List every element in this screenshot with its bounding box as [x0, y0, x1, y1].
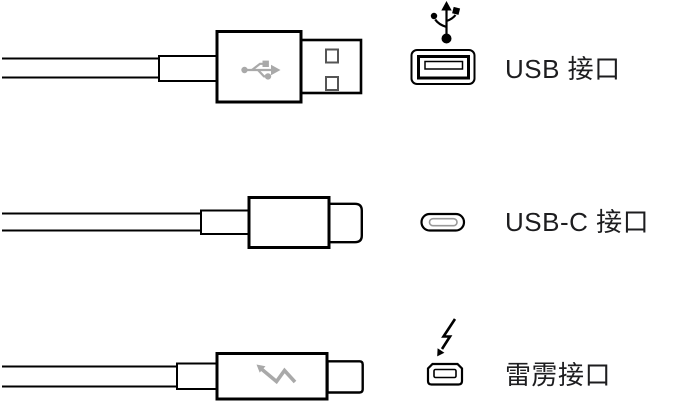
usb-port-label: USB 接口	[505, 54, 621, 84]
mini-displayport-icon	[426, 362, 464, 386]
usb-c-port-icon	[420, 212, 466, 232]
usb-a-cable	[2, 30, 363, 104]
lightning-bolt-icon	[437, 318, 457, 357]
usb-a-pin-hole	[325, 48, 339, 64]
usb-a-pin-hole	[325, 76, 339, 91]
usb-trident-icon	[430, 1, 461, 44]
thunderbolt-port-label: 雷雳接口	[505, 360, 612, 390]
usb-c-port-label: USB-C 接口	[505, 207, 650, 237]
thunderbolt-symbol-gray	[256, 364, 297, 385]
usb-c-cable	[2, 196, 363, 249]
thunderbolt-cable	[2, 352, 364, 401]
usb-a-port-icon	[410, 49, 476, 85]
usb-trident-symbol-gray	[241, 60, 281, 80]
